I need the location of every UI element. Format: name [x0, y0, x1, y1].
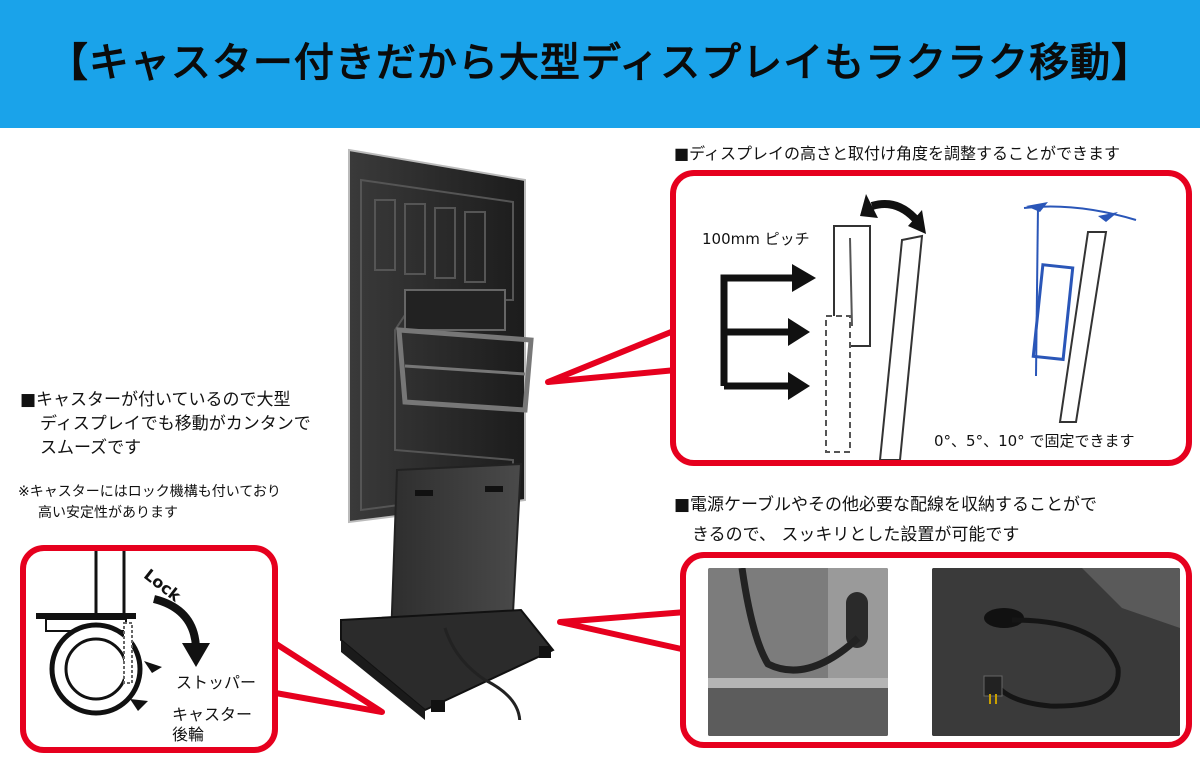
caster-description: ■キャスターが付いているので大型 ディスプレイでも移動がカンタンで スムーズです — [20, 388, 320, 460]
display-stand-product — [340, 148, 555, 720]
adjust-callout: 100mm ピッチ 0°、5°、10° で固定できます — [670, 170, 1192, 466]
cable-column-illustration — [708, 568, 888, 736]
lock-note-line-2: 高い安定性があります — [38, 505, 178, 521]
rear-wheel-label: 後輪 — [172, 725, 205, 744]
cable-base-illustration — [932, 568, 1180, 736]
cable-photo-base — [932, 568, 1180, 736]
caster-illustration — [36, 551, 210, 716]
page-title: 【キャスター付きだから大型ディスプレイもラクラク移動】 — [47, 40, 1153, 86]
pitch-label: 100mm ピッチ — [702, 230, 810, 248]
adjust-heading: ■ディスプレイの高さと取付け角度を調整することができます — [674, 144, 1120, 163]
angle-label: 0°、5°、10° で固定できます — [934, 432, 1135, 450]
lock-note-line-1: ※キャスターにはロック機構も付いており — [18, 484, 281, 500]
cable-description: ■電源ケーブルやその他必要な配線を収納することがで きるので、 スッキリとした設… — [674, 490, 1194, 550]
caster-callout: Lock ストッパー キャスター 後輪 — [20, 545, 278, 753]
adjust-diagram — [720, 194, 1137, 460]
stopper-label: ストッパー — [176, 673, 257, 692]
cable-callout — [680, 552, 1192, 748]
cable-photo-column — [708, 568, 888, 736]
cable-desc-line-1: ■電源ケーブルやその他必要な配線を収納することがで — [674, 495, 1098, 515]
caster-desc-line-1: ■キャスターが付いているので大型 — [20, 390, 291, 410]
caster-label: キャスター — [172, 705, 253, 724]
lock-note: ※キャスターにはロック機構も付いており 高い安定性があります — [18, 482, 318, 524]
caster-desc-line-3: スムーズです — [40, 438, 142, 458]
caster-desc-line-2: ディスプレイでも移動がカンタンで — [40, 414, 311, 434]
title-banner: 【キャスター付きだから大型ディスプレイもラクラク移動】 — [0, 0, 1200, 128]
cable-desc-line-2: きるので、 スッキリとした設置が可能です — [692, 525, 1020, 545]
